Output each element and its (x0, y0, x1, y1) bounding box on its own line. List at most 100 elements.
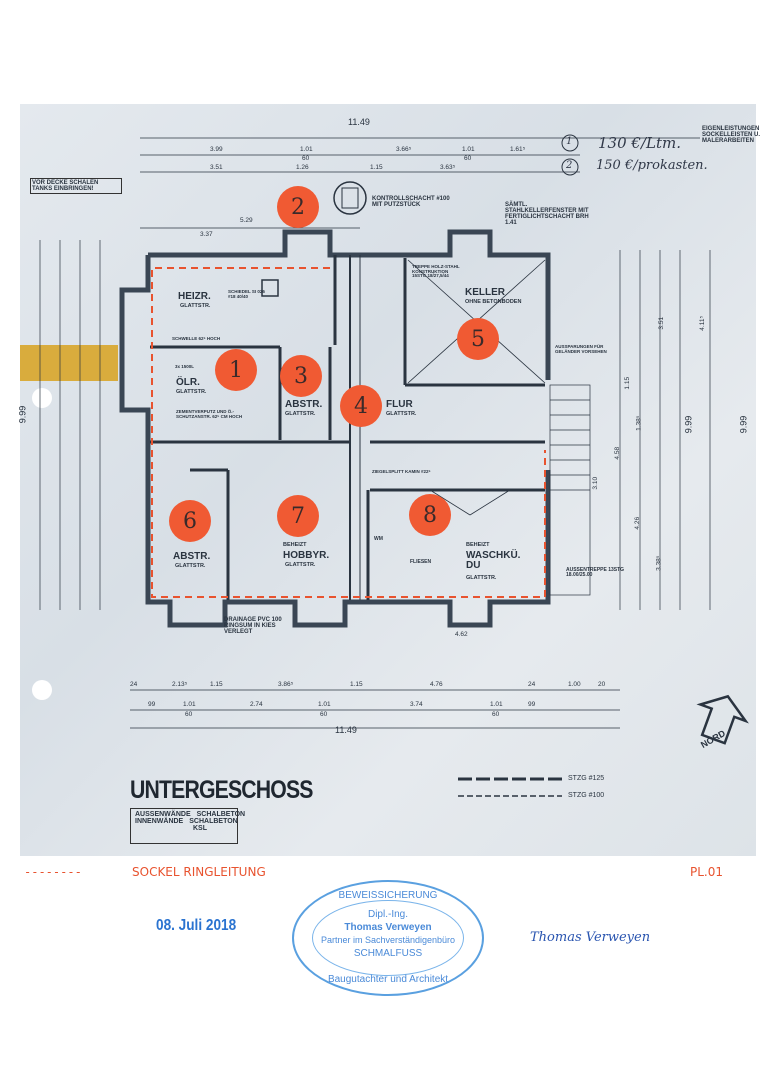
interior-walls (150, 255, 545, 600)
scanned-plan-sheet (20, 104, 756, 856)
material-value: KSL (193, 825, 207, 832)
sockel-ringleitung-line (151, 267, 546, 598)
room-7-label: HOBBYR. (283, 550, 330, 561)
dimension-label: 3.37 (200, 231, 213, 238)
room-6-floor: GLATTSTR. (175, 563, 206, 569)
marker-1: 1 (215, 349, 257, 391)
dimension-label: 5.29 (240, 217, 253, 224)
note-drainage: DRAINAGE PVC 100 RINGSUM IN KIES VERLEGT (224, 617, 282, 635)
note-wm: WM (374, 536, 383, 542)
overall-dimension-bottom: 11.49 (335, 725, 357, 735)
note-aussparungen: AUSSPARUNGEN FÜR GELÄNDER VORSEHEN (555, 344, 607, 354)
room-7-floor: GLATTSTR. (285, 562, 316, 568)
dimension-label: 24 (130, 681, 138, 688)
dimension-label: 4.76 (430, 681, 443, 688)
room-6-label: ABSTR. (173, 551, 211, 562)
material-value: SCHALBETON (189, 818, 238, 825)
marker-5: 5 (457, 318, 499, 360)
plan-number: PL.01 (690, 865, 724, 879)
room-5-floor: OHNE BETONBODEN (465, 299, 522, 305)
punch-hole (32, 680, 52, 700)
dimension-label: 1.00 (568, 681, 581, 688)
engineer-stamp: BEWEISSICHERUNG Dipl.-Ing. Thomas Verwey… (292, 880, 484, 996)
room-8-heated: BEHEIZT (466, 542, 490, 548)
note-kamin: ZIEGELSPLITT KAMIN #22⁵ (372, 469, 431, 474)
dimension-label: 1.15 (350, 681, 363, 688)
hand-marker-2: 2 (566, 160, 573, 171)
price-note-2: 150 €/prokasten. (596, 158, 708, 173)
dimension-label: 1.15 (210, 681, 223, 688)
note-tank: 3x 1500L (175, 364, 195, 369)
price-note-1: 130 €/Ltm. (598, 134, 681, 152)
dimension-label: 4.11⁵ (699, 315, 707, 331)
dimension-label: 3.51 (658, 316, 666, 330)
dimension-label: 60 (492, 711, 500, 718)
dimension-label: 3.51 (210, 164, 223, 171)
plan-title: UNTERGESCHOSS (130, 776, 313, 804)
room-8-floor: GLATTSTR. (466, 575, 497, 581)
dimension-label: 1.15 (370, 164, 383, 171)
room-8-label: WASCHKÜ. DU (466, 550, 521, 571)
dimension-label: 20 (598, 681, 606, 688)
chimney (261, 279, 279, 297)
dimension-label: 1.01 (462, 146, 475, 153)
note-zementverputz: ZEMENTVERPUTZ UND Ö.-SCHUTZANSTR. 62⁵ CM… (176, 409, 243, 419)
dimension-label: 4.26 (634, 516, 642, 530)
exterior-stairs (549, 384, 591, 596)
marker-8: 8 (409, 494, 451, 536)
stamp-date: 08. Juli 2018 (156, 917, 237, 934)
stamp-bottom: Baugutachter und Architekt (327, 974, 449, 985)
chimney-label: SCHIEDEL SI 026 #18 40/40 (228, 289, 265, 299)
ringleitung-legend-label: SOCKEL RINGLEITUNG (132, 865, 266, 879)
marker-3: 3 (280, 355, 322, 397)
dimension-label: 3.63⁵ (440, 164, 456, 171)
dimension-label: 60 (185, 711, 193, 718)
ringleitung-legend-dashes: -------- (24, 865, 82, 879)
room-3-floor: GLATTSTR. (285, 411, 316, 417)
dimension-label: 60 (320, 711, 328, 718)
dimension-label: 1.01 (183, 701, 196, 708)
note-tanks: VOR DECKE SCHALEN TANKS EINBRINGEN! (30, 178, 122, 194)
dimension-label: 3.38⁵ (655, 555, 663, 571)
dimension-label: 2.74 (250, 701, 263, 708)
room-heizr-floor: GLATTSTR. (180, 303, 211, 309)
dimension-label: 1.01 (300, 146, 313, 153)
stamp-top: BEWEISSICHERUNG (338, 890, 438, 901)
adhesive-tape (20, 345, 118, 381)
signature: Thomas Verweyen (530, 930, 651, 945)
stamp-title: Dipl.-Ing. (367, 909, 408, 920)
stamp-name: Thomas Verweyen (344, 922, 432, 933)
stamp-office: SCHMALFUSS (353, 948, 423, 959)
dimension-label: 1.15 (624, 376, 632, 390)
dimension-label: 24 (528, 681, 536, 688)
room-4-floor: GLATTSTR. (386, 411, 417, 417)
dimension-label: 4.62 (455, 631, 468, 638)
dimension-label: 3.66⁵ (396, 146, 412, 153)
room-4-label: FLUR (386, 399, 413, 410)
hand-marker-1: 1 (566, 136, 573, 147)
exterior-walls (119, 229, 551, 628)
dimension-label: 99 (528, 701, 536, 708)
dimension-label: 1.01 (318, 701, 331, 708)
dimension-lines (39, 137, 711, 729)
north-arrow-icon (696, 694, 749, 745)
dimension-label: 3.10 (592, 476, 600, 490)
room-heizr-label: HEIZR. (178, 291, 211, 302)
dimension-label: 3.99 (210, 146, 223, 153)
marker-2: 2 (277, 186, 319, 228)
room-1-floor: GLATTSTR. (176, 389, 207, 395)
marker-4: 4 (340, 385, 382, 427)
dimension-label: 1.61⁵ (510, 146, 526, 153)
overall-dimension-left: 9.99 (17, 405, 28, 424)
dimension-label: 60 (464, 155, 472, 162)
overall-dimension-right: 9.99 (738, 415, 749, 434)
note-stairs: TREPPE HOLZ-STAHL KONSTRUKTION 15STG 18/… (412, 264, 460, 278)
control-shaft (333, 181, 367, 215)
dimension-label: 1.26 (296, 164, 309, 171)
dimension-label: 60 (302, 155, 310, 162)
note-eigenleistungen: EIGENLEISTUNGEN SOCKELLEISTEN U. MALERAR… (702, 126, 761, 144)
room-5-label: KELLER (465, 287, 505, 298)
note-windows: SÄMTL. STAHLKELLERFENSTER MIT FERTIGLICH… (505, 202, 589, 226)
